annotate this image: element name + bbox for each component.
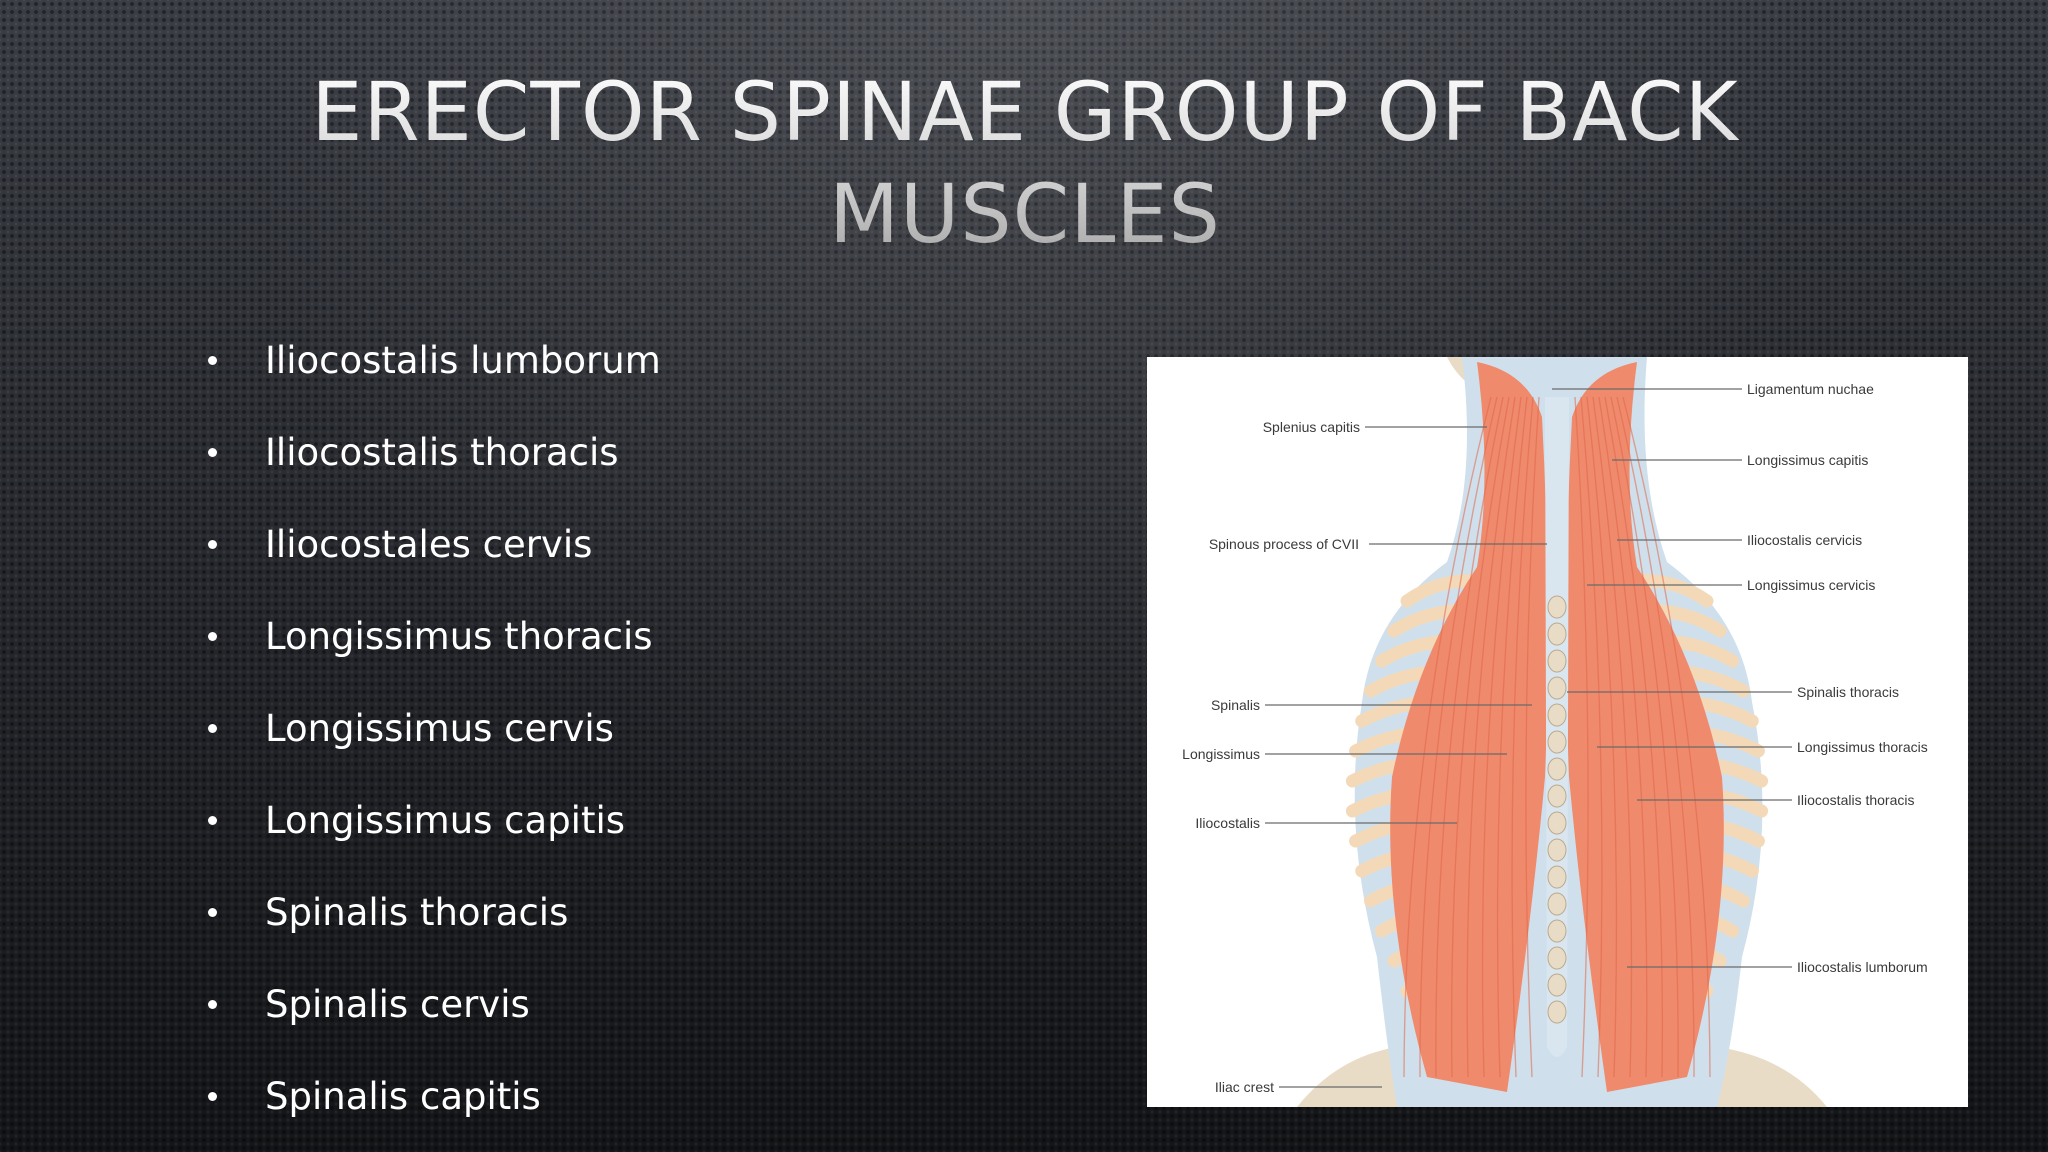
list-item-text: Longissimus capitis [265, 799, 626, 842]
fiber-line [1622, 396, 1711, 1078]
label-splenius-capitis: Splenius capitis [1263, 419, 1360, 435]
right-muscle-mass [1566, 362, 1724, 1092]
bullet-icon [208, 448, 217, 457]
fiber-line [1435, 396, 1504, 1078]
list-item: Longissimus cervis [200, 692, 661, 784]
fiber-line [1481, 396, 1522, 1078]
list-item: Longissimus thoracis [200, 600, 661, 692]
fiber-line [1511, 396, 1534, 1078]
fiber-line [1450, 396, 1510, 1078]
title-line-1: ERECTOR SPINAE GROUP OF BACK [311, 66, 1739, 160]
fiber-line [1496, 396, 1528, 1078]
vertebrae-group [1547, 595, 1567, 1024]
vertebra-shape [1547, 649, 1567, 673]
label-longissimus-thoracis: Longissimus thoracis [1797, 739, 1928, 755]
list-item-text: Longissimus thoracis [265, 615, 653, 658]
bullet-icon [208, 356, 217, 365]
bullet-icon [208, 724, 217, 733]
vertebra-shape [1547, 784, 1567, 808]
vertebra-shape [1547, 811, 1567, 835]
label-iliocostalis: Iliocostalis [1195, 815, 1260, 831]
label-iliocostalis-lumborum: Iliocostalis lumborum [1797, 959, 1928, 975]
list-item: Iliocostalis lumborum [200, 324, 661, 416]
label-longissimus: Longissimus [1182, 746, 1260, 762]
fiber-line [1604, 396, 1664, 1078]
fiber-line [1598, 396, 1648, 1078]
label-longissimus-cervicis: Longissimus cervicis [1747, 577, 1875, 593]
vertebra-shape [1547, 919, 1567, 943]
bullet-icon [208, 908, 217, 917]
fiber-line [1525, 396, 1540, 1078]
fiber-line [1466, 396, 1516, 1078]
bullet-icon [208, 1092, 217, 1101]
fiber-line [1403, 396, 1492, 1078]
vertebra-shape [1547, 730, 1567, 754]
list-item: Iliocostales cervis [200, 508, 661, 600]
list-item-text: Iliocostales cervis [265, 523, 593, 566]
bullet-icon [208, 632, 217, 641]
vertebra-shape [1547, 703, 1567, 727]
anatomy-illustration: Splenius capitis Spinous process of CVII… [1147, 357, 1968, 1107]
vertebra-shape [1547, 865, 1567, 889]
label-ligamentum-nuchae: Ligamentum nuchae [1747, 381, 1874, 397]
list-item: Spinalis thoracis [200, 876, 661, 968]
vertebra-shape [1547, 946, 1567, 970]
slide-title: ERECTOR SPINAE GROUP OF BACK MUSCLES [280, 62, 1770, 266]
fiber-line [1616, 396, 1695, 1078]
spine-column [1545, 397, 1569, 1057]
bullet-icon [208, 540, 217, 549]
back-muscles-drawing: Splenius capitis Spinous process of CVII… [1182, 357, 1928, 1107]
label-spinalis-thoracis: Spinalis thoracis [1797, 684, 1899, 700]
vertebra-shape [1547, 676, 1567, 700]
list-item-text: Spinalis cervis [265, 983, 530, 1026]
fiber-line [1580, 396, 1603, 1078]
title-line-2: MUSCLES [829, 168, 1221, 262]
vertebra-shape [1547, 1000, 1567, 1024]
label-longissimus-capitis: Longissimus capitis [1747, 452, 1868, 468]
list-item: Spinalis capitis [200, 1060, 661, 1152]
label-spinous-process: Spinous process of CVII [1209, 536, 1359, 552]
label-spinalis: Spinalis [1211, 697, 1260, 713]
list-item-text: Iliocostalis thoracis [265, 431, 619, 474]
list-item-text: Longissimus cervis [265, 707, 614, 750]
bullet-icon [208, 1000, 217, 1009]
label-iliocostalis-cervicis: Iliocostalis cervicis [1747, 532, 1862, 548]
vertebra-shape [1547, 973, 1567, 997]
fiber-line [1574, 396, 1589, 1078]
muscle-list: Iliocostalis lumborum Iliocostalis thora… [200, 324, 661, 1152]
fiber-line [1610, 396, 1679, 1078]
list-item-text: Spinalis thoracis [265, 891, 569, 934]
list-item: Longissimus capitis [200, 784, 661, 876]
fiber-line [1419, 396, 1498, 1078]
vertebra-shape [1547, 757, 1567, 781]
vertebra-shape [1547, 892, 1567, 916]
vertebra-shape [1547, 838, 1567, 862]
vertebra-shape [1547, 622, 1567, 646]
list-item-text: Spinalis capitis [265, 1075, 541, 1118]
muscle-fibers [1403, 396, 1711, 1078]
list-item: Spinalis cervis [200, 968, 661, 1060]
fiber-line [1586, 396, 1618, 1078]
vertebra-shape [1547, 595, 1567, 619]
label-iliocostalis-thoracis: Iliocostalis thoracis [1797, 792, 1915, 808]
fiber-line [1592, 396, 1633, 1078]
label-iliac-crest: Iliac crest [1215, 1079, 1274, 1095]
bullet-icon [208, 816, 217, 825]
list-item: Iliocostalis thoracis [200, 416, 661, 508]
list-item-text: Iliocostalis lumborum [265, 339, 661, 382]
